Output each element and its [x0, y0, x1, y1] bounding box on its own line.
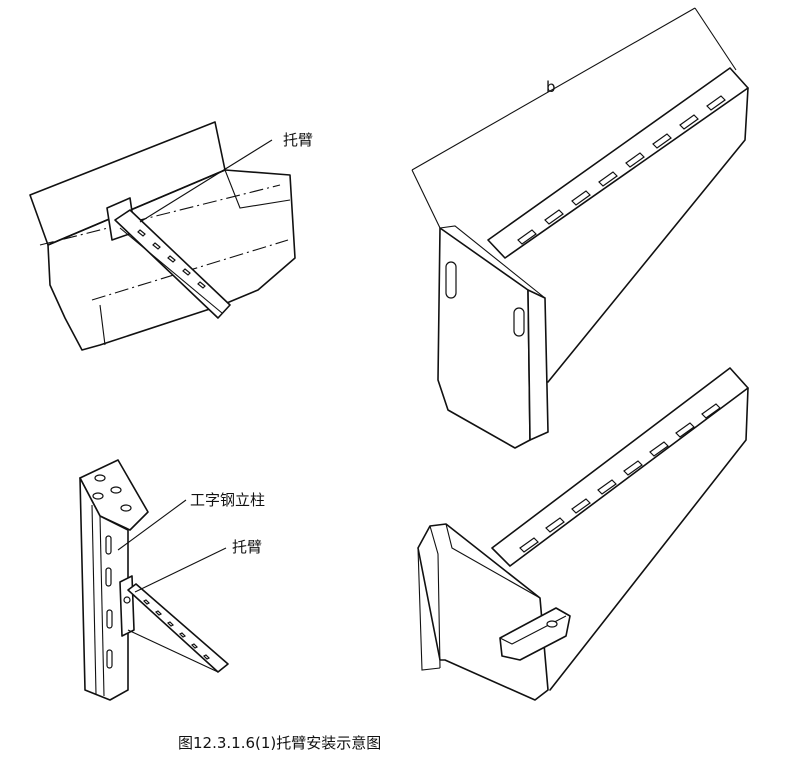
bracket-label-top: 托臂: [283, 131, 313, 149]
view-bracket-dimension: [411, 7, 749, 449]
dimension-b-label: b: [546, 78, 556, 96]
bracket-label-bottom: 托臂: [232, 538, 262, 556]
figure-caption: 图12.3.1.6(1)托臂安装示意图: [178, 734, 381, 752]
view-bracket-on-column: [79, 459, 229, 701]
view-bracket-on-tray: [29, 121, 296, 351]
column-label: 工字钢立柱: [190, 491, 265, 509]
view-bracket-with-clamp: [417, 367, 749, 701]
